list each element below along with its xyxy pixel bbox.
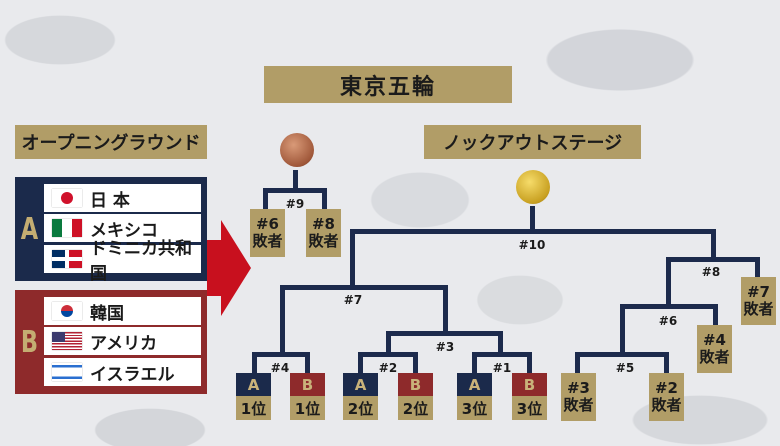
- game-label-9: #9: [285, 197, 305, 211]
- group-letter: A: [20, 211, 39, 247]
- arrow-right-icon: [207, 220, 251, 316]
- game-label-5: #5: [615, 361, 635, 375]
- game-label-4: #4: [270, 361, 290, 375]
- mexico-flag-icon: [52, 219, 82, 237]
- group-a-panel: A 日 本 メキシコ ドミニカ共和国: [15, 177, 207, 284]
- gold-medal-ball-icon: [516, 170, 550, 204]
- team-row: メキシコ: [44, 214, 201, 242]
- loser-text: 敗者: [252, 232, 283, 250]
- team-name: アメリカ: [90, 333, 158, 354]
- team-name: 韓国: [90, 303, 124, 324]
- knockout-stage-label: ノックアウトステージ: [424, 125, 641, 159]
- team-row: ドミニカ共和国: [44, 239, 201, 284]
- loser-text: 敗者: [563, 396, 594, 414]
- team-row: 韓国: [44, 297, 201, 325]
- rank-label: 2位: [343, 396, 378, 420]
- loser-text: 敗者: [743, 300, 774, 318]
- page-title: 東京五輪: [264, 66, 512, 103]
- loser-game-number: #7: [746, 283, 770, 301]
- game-label-8: #8: [701, 265, 721, 279]
- group-letter: A: [343, 373, 378, 396]
- group-letter: B: [290, 373, 325, 396]
- group-letter: A: [236, 373, 271, 396]
- dominican-republic-flag-icon: [52, 250, 82, 268]
- loser-game-number: #8: [311, 215, 335, 233]
- game-label-7: #7: [343, 293, 363, 307]
- team-name: イスラエル: [90, 364, 175, 385]
- rank-label: 1位: [236, 396, 271, 420]
- loser-game-number: #2: [654, 379, 678, 397]
- loser-text: 敗者: [308, 232, 339, 250]
- japan-flag-icon: [52, 189, 82, 207]
- loser-text: 敗者: [651, 396, 682, 414]
- loser-game-number: #4: [702, 331, 726, 349]
- team-name: ドミニカ共和国: [90, 239, 192, 284]
- korea-flag-icon: [52, 302, 82, 320]
- loser-game-number: #3: [566, 379, 590, 397]
- game-label-6: #6: [658, 314, 678, 328]
- game-label-10: #10: [518, 238, 546, 252]
- loser-text: 敗者: [699, 348, 730, 366]
- rank-label: 1位: [290, 396, 325, 420]
- group-letter: A: [457, 373, 492, 396]
- loser-game-number: #6: [255, 215, 279, 233]
- israel-flag-icon: [52, 363, 82, 381]
- usa-flag-icon: [52, 332, 82, 350]
- group-b-panel: B 韓国 アメリカ イスラエル: [15, 290, 207, 394]
- team-row: イスラエル: [44, 358, 201, 386]
- game-label-2: #2: [378, 361, 398, 375]
- team-name: 日 本: [90, 190, 130, 211]
- group-letter: B: [512, 373, 547, 396]
- rank-label: 2位: [398, 396, 433, 420]
- opening-round-label: オープニングラウンド: [15, 125, 207, 159]
- team-row: アメリカ: [44, 327, 201, 355]
- team-name: メキシコ: [90, 220, 158, 241]
- group-letter: B: [20, 324, 39, 360]
- bronze-medal-ball-icon: [280, 133, 314, 167]
- group-letter: B: [398, 373, 433, 396]
- rank-label: 3位: [457, 396, 492, 420]
- team-row: 日 本: [44, 184, 201, 212]
- rank-label: 3位: [512, 396, 547, 420]
- game-label-1: #1: [492, 361, 512, 375]
- game-label-3: #3: [435, 340, 455, 354]
